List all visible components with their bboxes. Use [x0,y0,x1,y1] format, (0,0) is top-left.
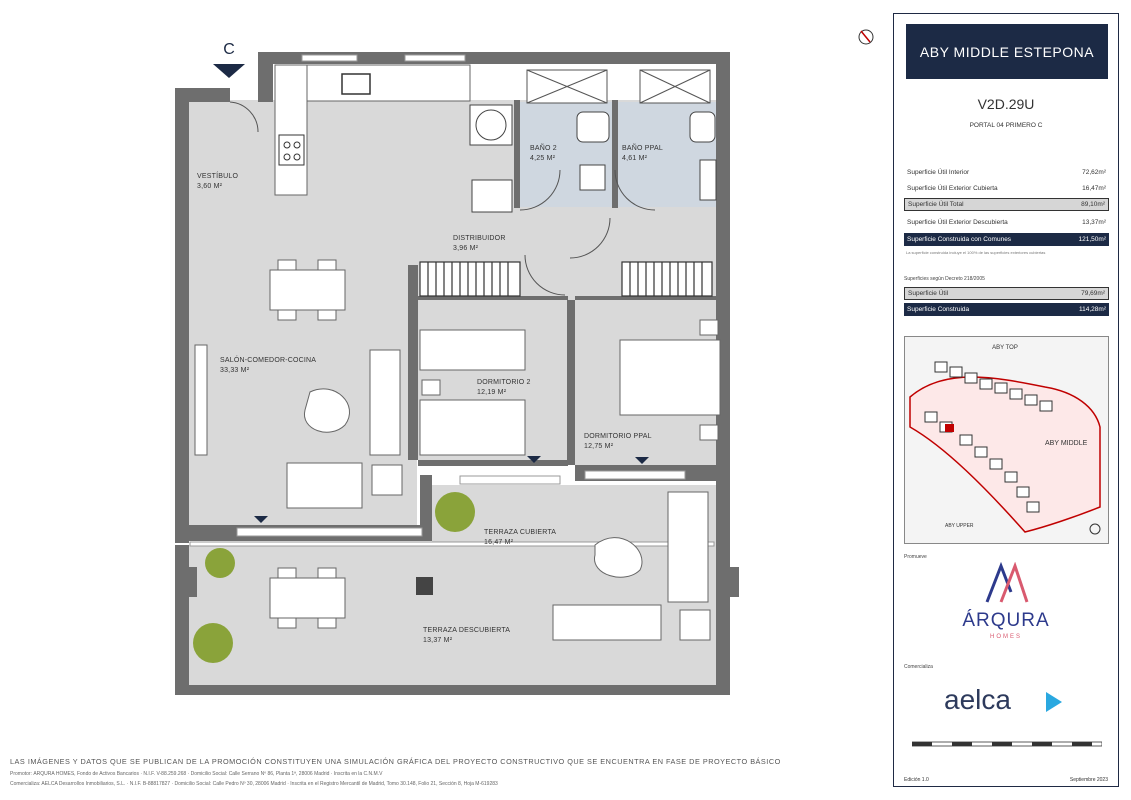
room-area-salon: 33,33 m² [220,367,250,374]
project-title: ABY MIDDLE ESTEPONA [906,24,1108,79]
orientation-letter: C [223,41,235,58]
decree-title: Superficies según Decreto 218/2005 [904,276,985,282]
site-map: ABY TOP ABY MIDDLE ABY UPPER [904,336,1109,544]
decree-value: 114,28m² [1079,306,1106,313]
room-area-dormppal: 12,75 m² [584,443,614,450]
room-name-vestibulo: VESTÍBULO [197,171,238,180]
surface-label: Superficie Útil Exterior Cubierta [907,185,998,192]
room-name-bano2: BAÑO 2 [530,143,557,152]
map-label-upper: ABY UPPER [945,523,974,529]
plant-icons [193,492,475,663]
surface-label: Superficie Útil Total [908,201,964,208]
room-area-terraza-descubierta: 13,37 m² [423,637,453,644]
unit-location-marker [945,424,954,432]
walls [175,52,739,695]
disclaimer-text: LAS IMÁGENES Y DATOS QUE SE PUBLICAN DE … [10,757,781,766]
decree-row: Superficie Útil 79,69m² [904,287,1109,300]
unit-code: V2D.29U [977,96,1035,112]
surface-value: 89,10m² [1081,201,1105,208]
arqura-logo [894,561,1118,609]
aelca-play-icon [1046,692,1062,712]
decree-label: Superficie Útil [908,290,949,297]
decree-label: Superficie Construida [907,306,970,313]
scale-bar [912,741,1102,747]
shower-trays [526,69,711,104]
surface-note: La superficie construida incluye el 100%… [906,250,1046,255]
surface-row: Superficie Útil Exterior Cubierta 16,47m² [904,182,1109,195]
portal-label: PORTAL 04 PRIMERO C [969,122,1043,129]
room-area-banoppal: 4,61 m² [622,155,648,162]
map-label-middle: ABY MIDDLE [1045,440,1088,447]
edition-label: Edición 1.0 [904,777,929,783]
room-labels: VESTÍBULO 3,60 m² DISTRIBUIDOR 3,96 m² B… [197,143,663,644]
kitchen-counter [274,64,471,196]
door-swings [229,101,656,296]
room-name-distribuidor: DISTRIBUIDOR [453,235,506,242]
info-panel: ABY MIDDLE ESTEPONA V2D.29U PORTAL 04 PR… [893,13,1119,787]
room-name-banoppal: BAÑO PPAL [622,143,663,152]
surface-value: 13,37m² [1082,219,1106,226]
room-name-terraza-descubierta: TERRAZA DESCUBIERTA [423,627,510,634]
site-map-drawing: ABY TOP ABY MIDDLE ABY UPPER [905,337,1108,543]
compass-icon [858,29,874,45]
stair-storage [419,261,713,297]
room-area-dorm2: 12,19 m² [477,389,507,396]
bathroom-fixtures [469,104,717,213]
promoter-label: Promueve [904,554,927,560]
marketer-legal-text: Comercializa: AELCA Desarrollos Inmobili… [10,781,498,787]
room-area-vestibulo: 3,60 m² [197,183,223,190]
decree-row: Superficie Construida 114,28m² [904,303,1109,316]
decree-value: 79,69m² [1081,290,1105,297]
surface-row: Superficie Útil Interior 72,62m² [904,166,1109,179]
surface-label: Superficie Construida con Comunes [907,236,1012,243]
room-name-dormppal: DORMITORIO PPAL [584,433,652,440]
surface-row: Superficie Construida con Comunes 121,50m… [904,233,1109,246]
floor-areas [187,100,717,687]
surface-label: Superficie Útil Exterior Descubierta [907,219,1008,226]
marketer-name: aelca [944,684,1011,715]
room-area-terraza-cubierta: 16,47 m² [484,539,514,546]
view-marker-icons [254,456,649,523]
room-name-terraza-cubierta: TERRAZA CUBIERTA [484,529,556,536]
windows [189,54,715,547]
surface-label: Superficie Útil Interior [907,169,970,176]
promoter-legal-text: Promotor: ÁRQURA HOMES, Fondo de Activos… [10,771,383,777]
marketer-label: Comercializa [904,664,933,670]
room-name-salon: SALÓN-COMEDOR-COCINA [220,355,316,364]
surface-row: Superficie Útil Total 89,10m² [904,198,1109,211]
surface-row: Superficie Útil Exterior Descubierta 13,3… [904,216,1109,229]
promoter-name: ÁRQURA [962,610,1050,631]
arqura-logo-icon [985,561,1029,603]
furniture [194,259,721,641]
surface-value: 121,50m² [1078,236,1106,243]
map-label-top: ABY TOP [992,345,1018,351]
orientation-arrow-icon [213,64,245,78]
room-area-distribuidor: 3,96 m² [453,245,479,252]
surface-value: 72,62m² [1082,169,1106,176]
date-label: Septiembre 2023 [1069,777,1108,783]
map-compass-icon [1089,523,1101,535]
room-name-dorm2: DORMITORIO 2 [477,379,531,386]
room-area-bano2: 4,25 m² [530,155,556,162]
surface-value: 16,47m² [1082,185,1106,192]
promoter-sub: HOMES [989,634,1022,640]
